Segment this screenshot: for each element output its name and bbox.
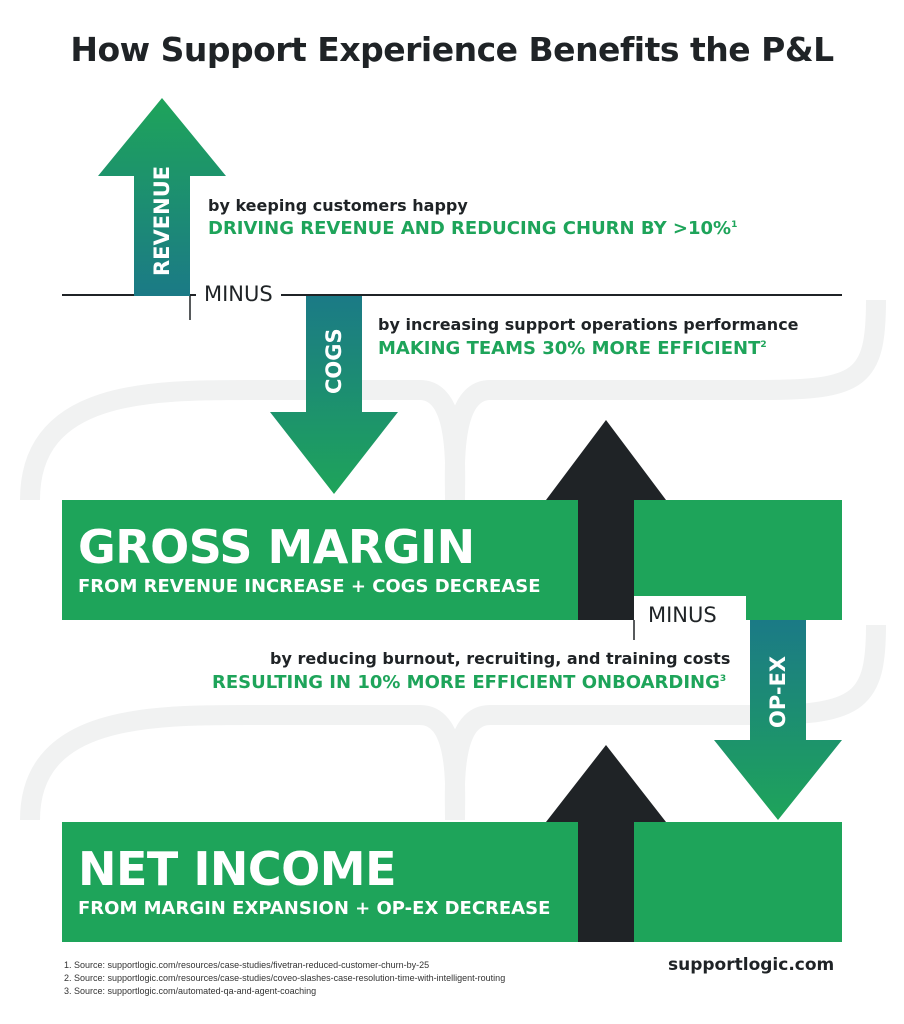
cogs-highlight: MAKING TEAMS 30% MORE EFFICIENT2 <box>378 338 767 359</box>
opex-highlight: RESULTING IN 10% MORE EFFICIENT ONBOARDI… <box>212 672 726 693</box>
source-3: 3. Source: supportlogic.com/automated-qa… <box>64 986 317 996</box>
opex-highlight-text: RESULTING IN 10% MORE EFFICIENT ONBOARDI… <box>212 672 720 693</box>
source-2: 2. Source: supportlogic.com/resources/ca… <box>64 973 506 983</box>
revenue-arrow <box>98 98 226 296</box>
gross-margin-title: GROSS MARGIN <box>78 520 475 574</box>
net-income-title: NET INCOME <box>78 842 397 896</box>
net-income-bar <box>62 822 842 942</box>
minus-2-box <box>634 596 746 638</box>
revenue-description: by keeping customers happy <box>208 196 468 215</box>
cogs-highlight-text: MAKING TEAMS 30% MORE EFFICIENT <box>378 338 761 359</box>
opex-arrow-label: OP-EX <box>766 655 790 728</box>
cogs-description: by increasing support operations perform… <box>378 315 799 334</box>
brand-link[interactable]: supportlogic.com <box>668 955 835 975</box>
net-income-subtitle: FROM MARGIN EXPANSION + OP-EX DECREASE <box>78 898 551 919</box>
minus-2-label: MINUS <box>648 603 717 627</box>
gross-margin-subtitle: FROM REVENUE INCREASE + COGS DECREASE <box>78 576 541 597</box>
gross-margin-dark-arrow <box>546 420 666 620</box>
cogs-arrow-label: COGS <box>322 328 346 394</box>
opex-arrow <box>714 620 842 820</box>
minus-1-label: MINUS <box>196 282 281 306</box>
page-title: How Support Experience Benefits the P&L <box>70 30 834 69</box>
revenue-highlight-text: DRIVING REVENUE AND REDUCING CHURN BY >1… <box>208 218 732 239</box>
revenue-footnote: 1 <box>731 220 738 230</box>
net-income-dark-arrow <box>546 745 666 942</box>
revenue-highlight: DRIVING REVENUE AND REDUCING CHURN BY >1… <box>208 218 737 239</box>
opex-description: by reducing burnout, recruiting, and tra… <box>270 649 731 668</box>
cogs-footnote: 2 <box>760 340 767 350</box>
revenue-arrow-label: REVENUE <box>150 165 174 276</box>
source-1: 1. Source: supportlogic.com/resources/ca… <box>64 960 430 970</box>
opex-footnote: 3 <box>719 674 727 684</box>
cogs-arrow <box>270 296 398 494</box>
